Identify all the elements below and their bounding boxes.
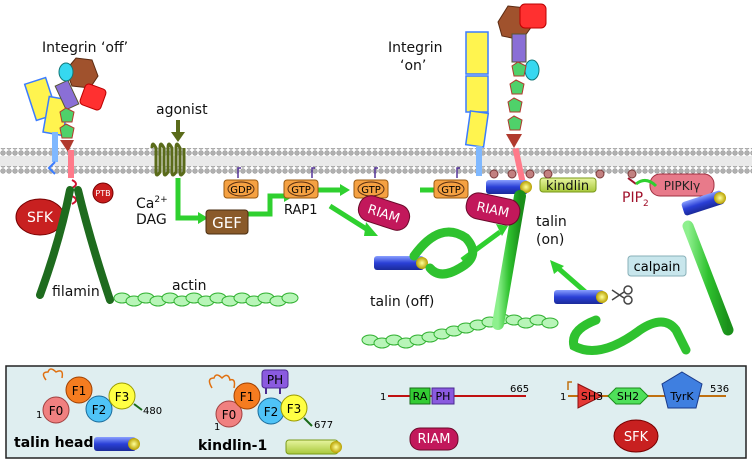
pip2-label: PIP2 xyxy=(622,190,649,209)
kindlin-ph: PH xyxy=(267,373,283,387)
actin-filament-right xyxy=(361,313,559,349)
pipki-label: PIPKIγ xyxy=(664,179,701,193)
dag-label: DAG xyxy=(136,212,167,228)
talin-on-label-1: talin xyxy=(536,214,567,230)
talin-f1: F1 xyxy=(72,384,87,398)
talin-cleaved xyxy=(554,290,691,355)
legend-kindlin: PH F0 F1 F2 F3 1 677 kindlin-1 xyxy=(198,369,342,455)
integrin-on-beta-chain xyxy=(497,3,547,183)
kindlin-f0: F0 xyxy=(222,408,237,422)
calpain: calpain xyxy=(611,255,687,305)
sfk-sh2: SH2 xyxy=(617,390,639,403)
talin-end: 480 xyxy=(143,406,162,417)
pip2-lipids xyxy=(489,169,637,179)
integrin-off-alpha-chain xyxy=(23,76,70,175)
riam-start: 1 xyxy=(380,392,386,403)
filamin: filamin xyxy=(36,186,114,304)
actin-label: actin xyxy=(172,278,207,294)
legend-panel: F0 F1 F2 F3 1 480 talin head PH F0 F1 F2 xyxy=(5,365,747,459)
legend-riam: 1 RA PH 665 RIAM xyxy=(380,384,529,451)
gef-box: GEF xyxy=(205,209,249,235)
kindlin: kindlin xyxy=(539,177,597,194)
gdp-box: GDP xyxy=(223,167,259,199)
sfk-tyrk: TyrK xyxy=(669,390,694,403)
talin-on-label-2: (on) xyxy=(536,232,564,248)
kindlin-start: 1 xyxy=(214,422,220,433)
riam-ra: RA xyxy=(413,390,428,403)
ptb-domain: PTB xyxy=(92,182,114,204)
riam-label-2: RIAM xyxy=(475,200,510,222)
sfk-blob: SFK xyxy=(15,198,65,236)
actin-filament-left: actin xyxy=(113,278,299,307)
rap1-label: RAP1 xyxy=(284,203,318,218)
scissors-icon xyxy=(611,285,633,305)
kindlin-f3: F3 xyxy=(287,402,302,416)
gtp-label-2: GTP xyxy=(361,185,381,196)
talin-off-label: talin (off) xyxy=(370,294,434,310)
riam-end: 665 xyxy=(510,384,529,395)
talin-pipki-bound xyxy=(681,190,734,336)
integrin-on-label-1: Integrin xyxy=(388,40,443,56)
legend-talin-head: F0 F1 F2 F3 1 480 talin head xyxy=(14,368,162,451)
kindlin-f1: F1 xyxy=(240,390,255,404)
pipki-gamma: PIPKIγ xyxy=(635,173,715,197)
sfk-end: 536 xyxy=(710,384,729,395)
ptb-label: PTB xyxy=(95,189,110,198)
sfk-label: SFK xyxy=(27,210,54,226)
kindlin-label: kindlin xyxy=(546,179,589,194)
ca-label: Ca2+ xyxy=(136,195,168,212)
integrin-on-alpha-chain xyxy=(464,31,490,176)
integrin-on-label-2: ‘on’ xyxy=(400,58,426,74)
sfk-legend-label: SFK xyxy=(624,430,649,445)
talin-head-label: talin head xyxy=(14,435,94,451)
riam-1: RIAM xyxy=(357,195,411,231)
integrin-off: Integrin ‘off’ xyxy=(23,40,128,205)
gtp-box-3: GTP xyxy=(433,167,469,199)
kindlin-1-label: kindlin-1 xyxy=(198,438,267,454)
kindlin-f2: F2 xyxy=(264,405,279,419)
talin-f3: F3 xyxy=(115,390,130,404)
talin-f0: F0 xyxy=(49,404,64,418)
legend-sfk: 1 SH3 SH2 TyrK 536 SFK xyxy=(560,371,729,453)
plasma-membrane xyxy=(0,148,752,174)
sfk-start: 1 xyxy=(560,392,566,403)
agonist-label: agonist xyxy=(156,102,208,118)
gpcr-receptor: agonist xyxy=(150,102,208,177)
riam-legend-label: RIAM xyxy=(418,432,451,447)
talin-on: RIAM talin (on) xyxy=(465,180,567,330)
gtp-label-3: GTP xyxy=(441,185,461,196)
integrin-off-label: Integrin ‘off’ xyxy=(42,40,128,56)
integrin-off-beta-chain xyxy=(54,57,107,205)
sfk-sh3: SH3 xyxy=(581,390,603,403)
gtp-box-rap1: GTP RAP1 xyxy=(283,167,319,218)
filamin-label: filamin xyxy=(52,284,100,300)
gdp-label: GDP xyxy=(230,185,251,196)
riam-ph: PH xyxy=(436,390,451,403)
kindlin-end: 677 xyxy=(314,420,333,431)
gef-label: GEF xyxy=(212,214,242,232)
talin-f2: F2 xyxy=(92,403,107,417)
talin-start: 1 xyxy=(36,410,42,421)
calpain-label: calpain xyxy=(634,260,681,275)
talin-off: talin (off) xyxy=(370,227,478,310)
gtp-label-1: GTP xyxy=(291,185,311,196)
integrin-on: Integrin ‘on’ xyxy=(388,3,547,183)
